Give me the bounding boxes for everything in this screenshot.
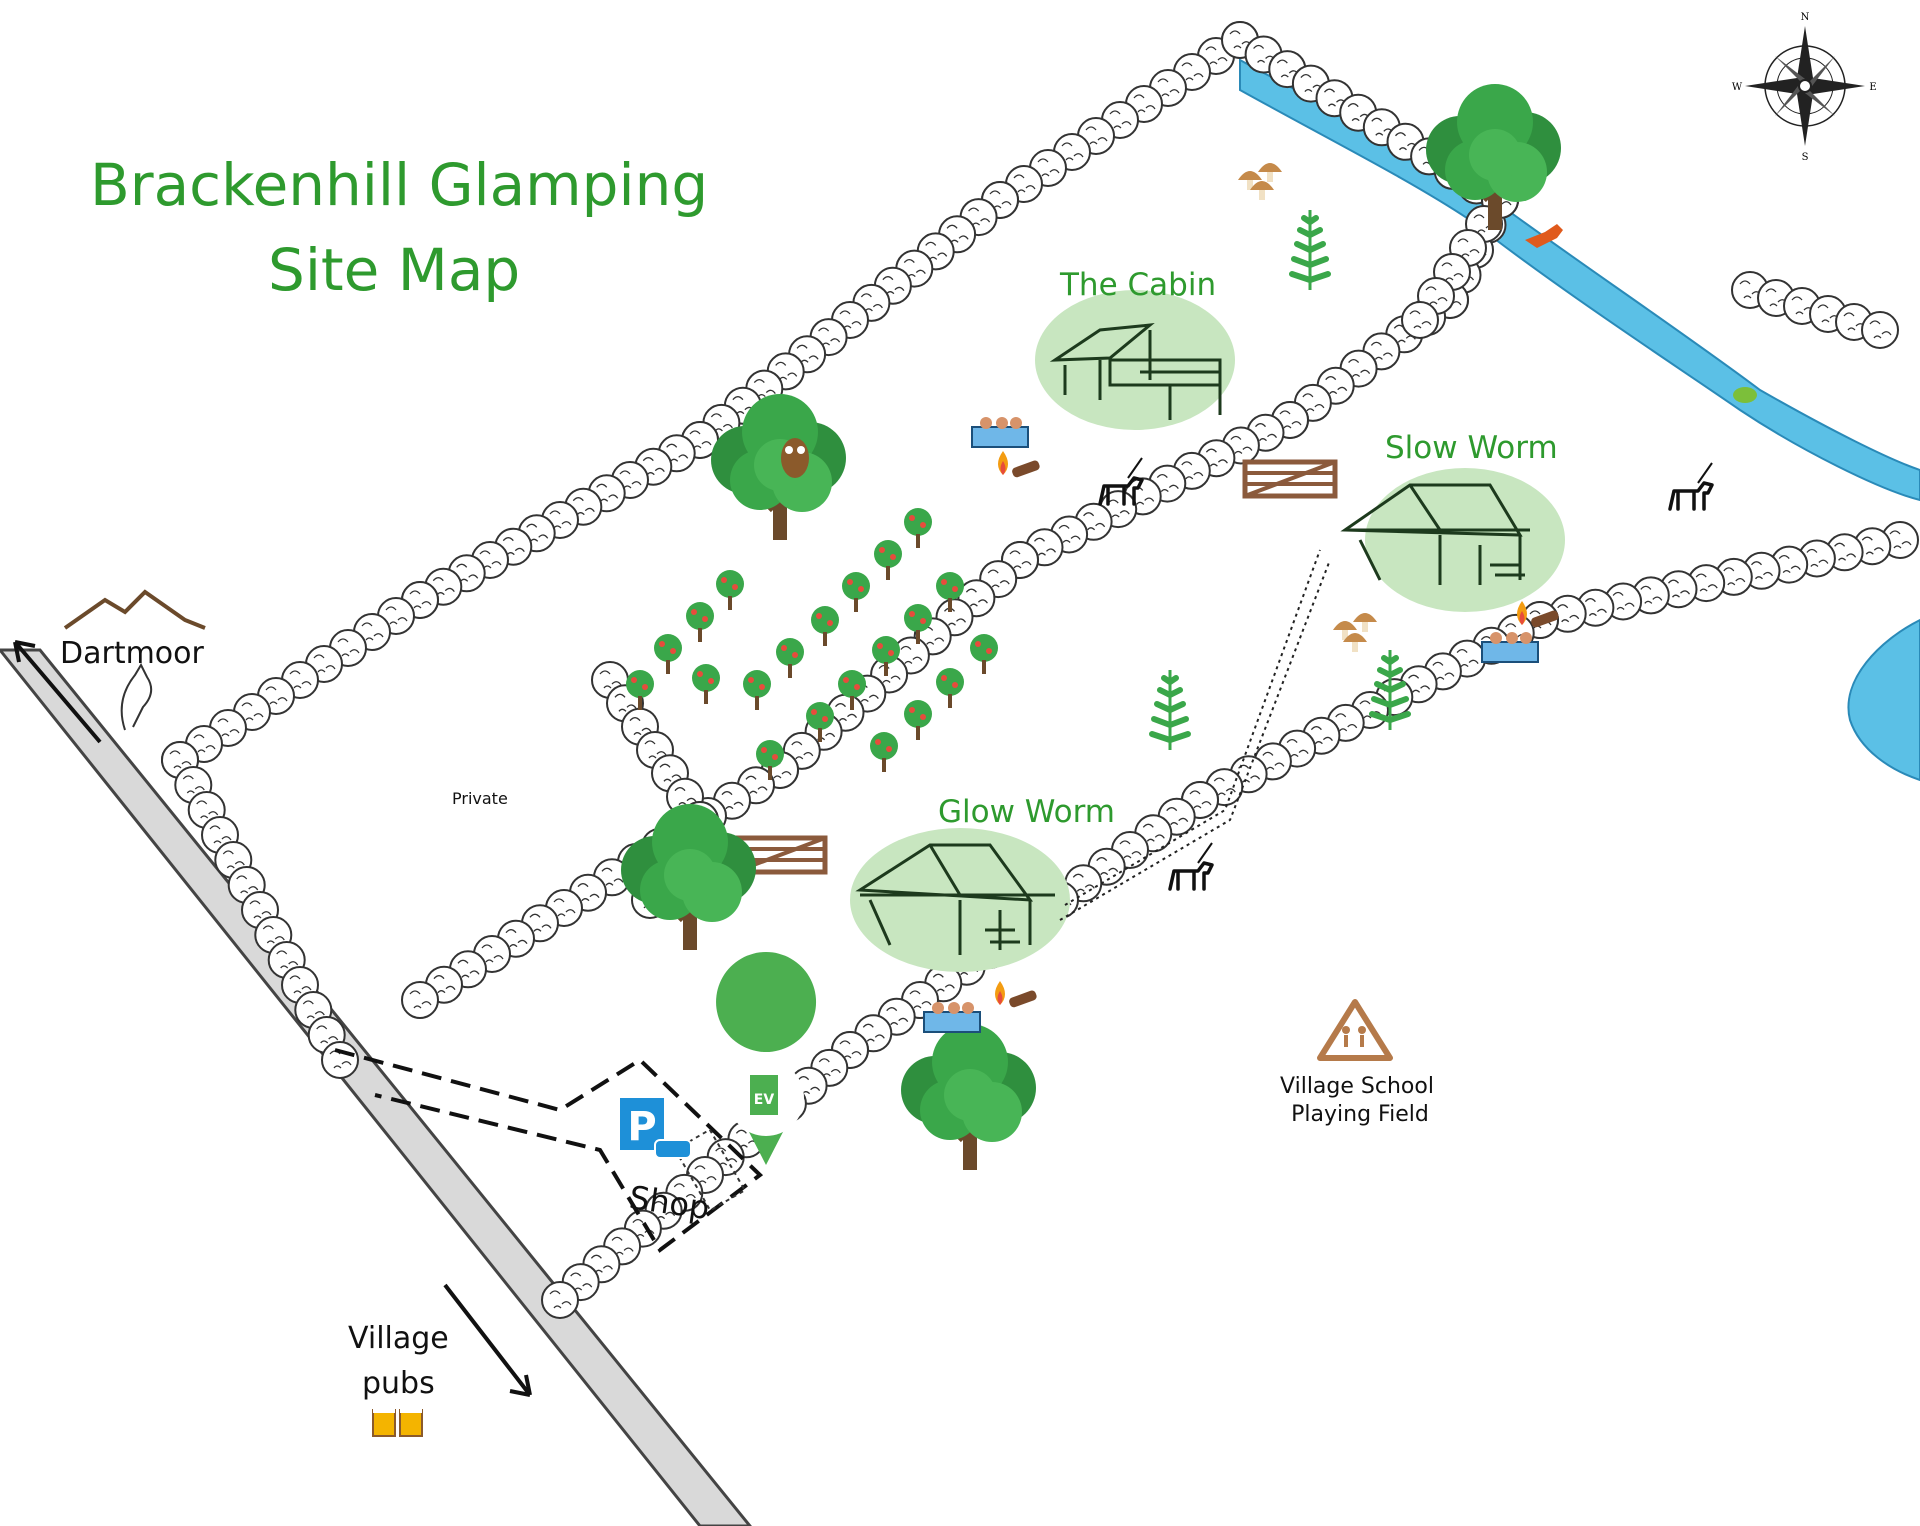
parking-icon[interactable]: P [620,1098,692,1159]
orchard-tree-icon [692,664,720,704]
hedge-shrub [1861,311,1899,349]
hedge-shrub [321,1041,359,1079]
campfire-icon [998,451,1041,479]
mountain-icon [63,589,206,630]
orchard-tree-icon [936,668,964,708]
map-subtitle: Site Map [268,236,520,304]
river [1239,58,1920,782]
orchard-tree-icon [842,572,870,612]
svg-text:S: S [1802,152,1809,163]
hot-tub-icon [1481,631,1539,663]
orchard-tree-icon [776,638,804,678]
tree-icon [901,1024,1036,1170]
playing-field-label: Playing Field [1291,1102,1429,1127]
dartmoor-label: Dartmoor [60,636,205,671]
fern-icon [1152,670,1188,750]
slow-worm-label[interactable]: Slow Worm [1385,430,1558,466]
map-title: Brackenhill Glamping [90,151,708,219]
slow-worm-pitch[interactable] [1365,468,1565,612]
school-label: Village School [1280,1074,1434,1099]
orchard-tree-icon [874,540,902,580]
hedge-shrub [541,1281,579,1319]
private-label: Private [452,789,508,808]
owl-icon [781,438,809,478]
compass-rose-icon: N S E W [1732,12,1877,163]
dog-walking-icon [1168,841,1214,891]
ev-charger-icon[interactable]: EV [716,951,817,1165]
tree-icon [1426,84,1561,230]
hedge-shrub [1401,301,1439,339]
entrance-track [334,1048,764,1253]
slow-worm-tent-icon [1340,483,1530,585]
orchard-tree-icon [970,634,998,674]
cabin-label[interactable]: The Cabin [1059,267,1216,303]
orchard-tree-icon [870,732,898,772]
school-crossing-icon [1317,999,1393,1061]
shop-building [673,1128,747,1212]
beer-mugs-icon [372,1407,423,1437]
fox-icon [1525,224,1563,248]
orchard-tree-icon [743,670,771,710]
frog-icon [1733,387,1757,403]
dog-walking-icon [1668,461,1714,511]
svg-text:N: N [1801,12,1810,23]
svg-text:P: P [627,1104,656,1150]
campfire-icon [995,981,1038,1009]
tree-icon [621,804,756,950]
hot-tub-icon [971,416,1029,448]
gate-icon [1245,462,1335,496]
orchard-tree-icon [686,602,714,642]
hot-tub-icon [923,1001,981,1033]
footpath [1059,549,1331,921]
orchard-tree-icon [904,700,932,740]
pony-icon [120,662,153,731]
orchard-tree-icon [904,508,932,548]
hedge-shrub [401,981,439,1019]
fern-icon [1292,210,1328,290]
arrow-icon [13,640,532,1397]
pubs-label: pubs [362,1366,435,1401]
orchard-tree-icon [811,606,839,646]
svg-text:E: E [1869,82,1876,93]
village-label: Village [348,1321,449,1356]
svg-text:W: W [1732,82,1743,93]
orchard-tree-icon [716,570,744,610]
svg-text:EV: EV [754,1092,775,1108]
orchard-tree-icon [654,634,682,674]
glow-worm-tent-icon [855,843,1055,955]
cabin-icon [1049,323,1222,420]
glow-worm-label[interactable]: Glow Worm [938,794,1115,830]
